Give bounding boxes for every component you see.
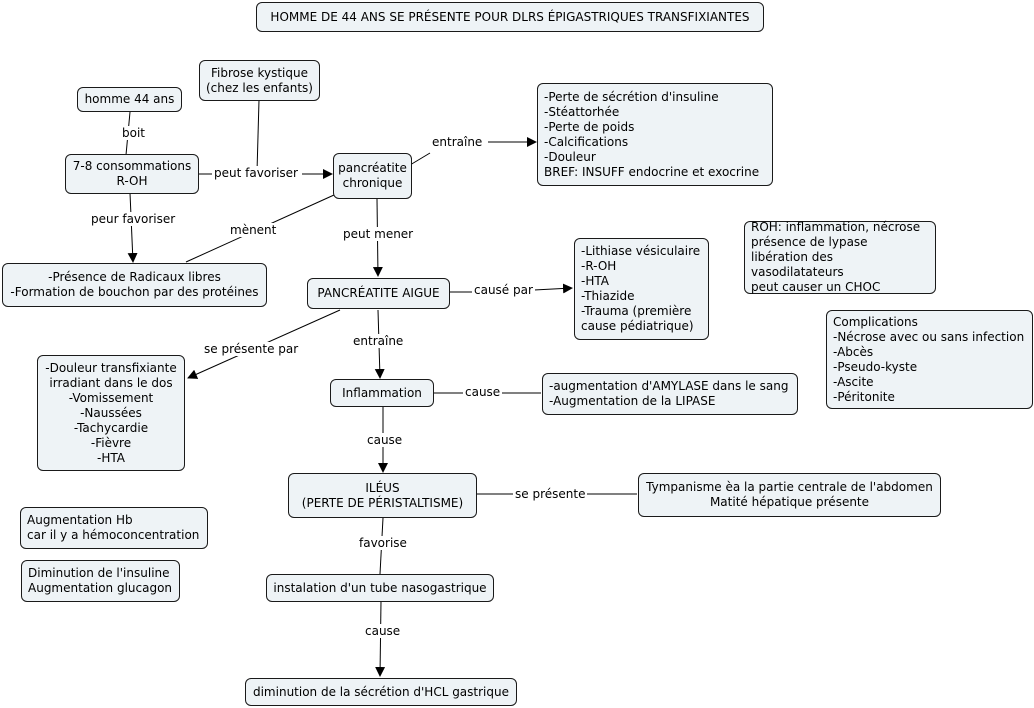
node-perte-secretion[interactable]: -Perte de sécrétion d'insuline -Stéattor… bbox=[537, 83, 773, 186]
map-title[interactable]: HOMME DE 44 ANS SE PRÉSENTE POUR DLRS ÉP… bbox=[256, 2, 764, 32]
link-label-cause-3: cause bbox=[363, 624, 403, 638]
link-label-cause-par: causé par bbox=[472, 283, 535, 297]
link-label-entraine-2: entraîne bbox=[351, 334, 406, 348]
link-label-favorise: favorise bbox=[357, 536, 409, 550]
link-label-peut-favoriser: peut favoriser bbox=[212, 166, 300, 180]
link-label-cause-2: cause bbox=[365, 433, 405, 447]
link-label-boit: boit bbox=[120, 126, 147, 140]
node-diminution-insuline[interactable]: Diminution de l'insuline Augmentation gl… bbox=[21, 560, 180, 602]
node-radicaux-libres[interactable]: -Présence de Radicaux libres -Formation … bbox=[2, 263, 267, 307]
link-label-se-presente-par: se présente par bbox=[202, 342, 301, 356]
link-label-menent: mènent bbox=[228, 223, 279, 237]
node-ileus[interactable]: ILÉUS (PERTE DE PÉRISTALTISME) bbox=[288, 473, 477, 518]
node-complications[interactable]: Complications -Nécrose avec ou sans infe… bbox=[826, 310, 1033, 409]
node-hcl-gastrique[interactable]: diminution de la sécrétion d'HCL gastriq… bbox=[245, 678, 517, 706]
link-label-se-presente: se présente bbox=[513, 487, 588, 501]
node-inflammation[interactable]: Inflammation bbox=[330, 379, 434, 407]
edge-consommations-radicaux bbox=[127, 192, 138, 263]
node-homme-44-ans[interactable]: homme 44 ans bbox=[77, 87, 182, 112]
node-tympanisme[interactable]: Tympanisme èa la partie centrale de l'ab… bbox=[638, 473, 941, 517]
edge-fibrose-favoriser bbox=[256, 99, 260, 173]
node-lithiase[interactable]: -Lithiase vésiculaire -R-OH -HTA -Thiazi… bbox=[574, 238, 709, 340]
link-label-cause-1: cause bbox=[463, 385, 503, 399]
edge-tube-hcl bbox=[375, 600, 386, 677]
node-tube-nasogastrique[interactable]: instalation d'un tube nasogastrique bbox=[266, 574, 494, 602]
node-amylase-lipase[interactable]: -augmentation d'AMYLASE dans le sang -Au… bbox=[542, 373, 798, 415]
link-label-peur-favoriser: peur favoriser bbox=[89, 212, 178, 226]
edge-chronique-entraine bbox=[409, 152, 431, 166]
node-douleur-symptomes[interactable]: -Douleur transfixiante irradiant dans le… bbox=[37, 355, 185, 471]
node-augmentation-hb[interactable]: Augmentation Hb car il y a hémoconcentra… bbox=[20, 507, 208, 549]
node-roh-note[interactable]: ROH: inflammation, nécrose présence de l… bbox=[744, 220, 936, 294]
node-pancreatite-chronique[interactable]: pancréatite chronique bbox=[333, 153, 412, 199]
node-pancreatite-aigue[interactable]: PANCRÉATITE AIGUE bbox=[307, 278, 450, 309]
edge-causepar-lithiase bbox=[533, 283, 573, 294]
node-fibrose-kystique[interactable]: Fibrose kystique (chez les enfants) bbox=[199, 60, 320, 101]
link-label-entraine-1: entraîne bbox=[430, 135, 485, 149]
node-consommations-roh[interactable]: 7-8 consommations R-OH bbox=[65, 154, 199, 194]
link-label-peut-mener: peut mener bbox=[341, 227, 416, 241]
